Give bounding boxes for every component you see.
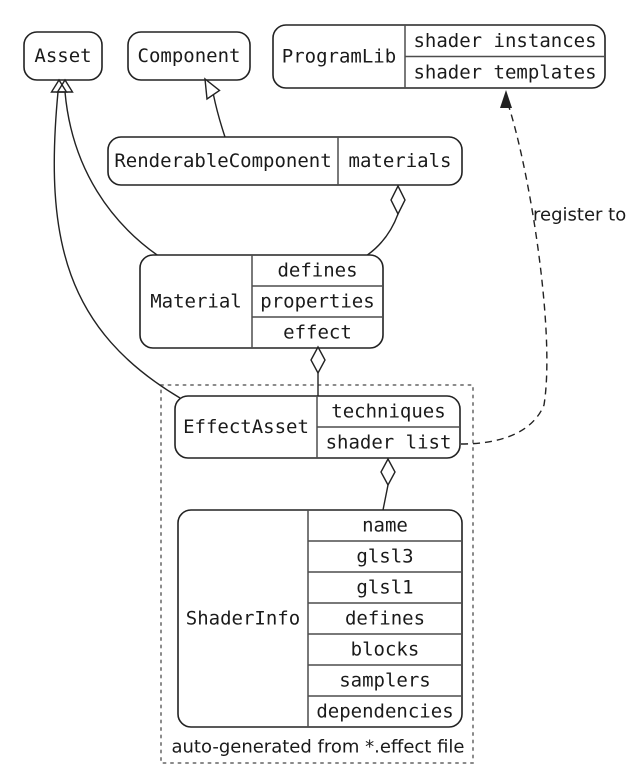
node-material: Material defines properties effect: [139, 254, 384, 349]
component-box: [127, 31, 251, 81]
material-box: [139, 254, 384, 349]
node-renderable-component: RenderableComponent materials: [107, 136, 463, 186]
node-effect-asset: EffectAsset techniques shader list: [174, 395, 461, 459]
asset-label: Asset: [34, 45, 91, 67]
programlib-field-shader-instances: shader instances: [413, 30, 596, 52]
aggregation-diamond-icon: [380, 457, 396, 487]
renderable-component-box: [107, 136, 463, 186]
programlib-label: ProgramLib: [282, 46, 396, 68]
edge-effectasset-to-asset: [53, 91, 181, 399]
aggregation-diamond-icon: [390, 184, 406, 216]
arrowhead-icon: [500, 90, 512, 108]
edge-material-to-asset: [64, 91, 161, 258]
asset-box: [23, 31, 103, 81]
edge-shaderlist-to-shaderinfo: [382, 484, 389, 511]
shader-info-field-glsl3: glsl3: [356, 546, 413, 568]
inheritance-triangle-icon: [204, 77, 221, 101]
shader-info-field-blocks: blocks: [351, 639, 420, 661]
auto-generated-caption: auto-generated from *.effect file: [171, 737, 464, 758]
renderable-component-label: RenderableComponent: [114, 150, 331, 172]
edges-layer: [53, 91, 548, 511]
aggregation-diamond-icon: [310, 345, 326, 375]
edge-register-to-programlib: [460, 97, 548, 445]
material-field-properties: properties: [260, 291, 374, 313]
node-shader-info: ShaderInfo name glsl3 glsl1 defines bloc…: [177, 509, 463, 728]
material-label: Material: [150, 291, 242, 313]
markers-layer: [50, 77, 512, 487]
inheritance-triangle-icon: [56, 78, 74, 93]
material-field-effect: effect: [283, 322, 352, 344]
programlib-field-shader-templates: shader templates: [413, 62, 596, 84]
effect-asset-label: EffectAsset: [183, 416, 309, 438]
node-component: Component: [127, 31, 251, 81]
edge-materials-to-material: [365, 213, 399, 257]
shader-info-field-defines: defines: [345, 608, 425, 630]
material-field-defines: defines: [277, 260, 357, 282]
node-asset: Asset: [23, 31, 103, 81]
effect-asset-field-techniques: techniques: [331, 401, 445, 423]
node-programlib: ProgramLib shader instances shader templ…: [272, 24, 606, 89]
renderable-component-field-materials: materials: [349, 150, 452, 172]
shader-info-box: [177, 509, 463, 728]
shader-info-field-glsl1: glsl1: [356, 577, 413, 599]
shader-info-label: ShaderInfo: [186, 608, 300, 630]
component-label: Component: [138, 45, 241, 67]
shader-info-field-dependencies: dependencies: [316, 701, 453, 723]
shader-info-field-samplers: samplers: [339, 670, 431, 692]
shader-info-field-name: name: [362, 515, 408, 537]
register-to-annotation: register to: [533, 205, 626, 226]
edge-renderable-to-component: [212, 94, 226, 138]
annotations-layer: register to auto-generated from *.effect…: [171, 205, 626, 758]
effect-asset-field-shader-list: shader list: [326, 432, 452, 454]
